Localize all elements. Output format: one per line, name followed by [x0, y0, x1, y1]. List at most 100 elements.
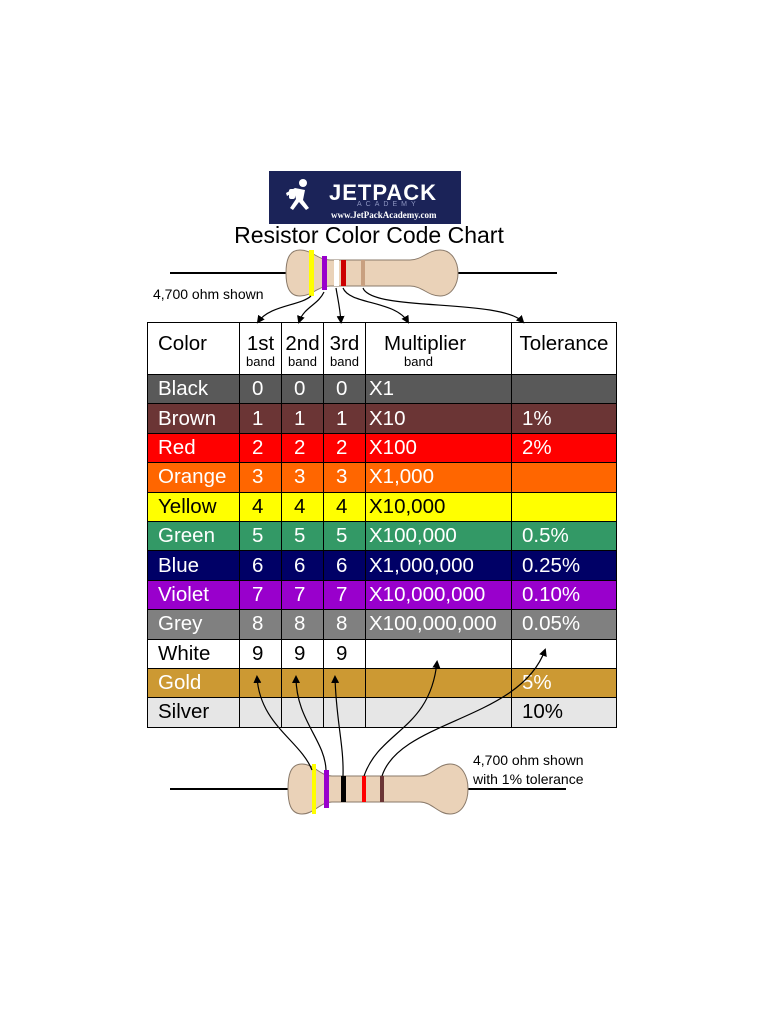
header-multiplier-sub: band — [404, 354, 433, 369]
multiplier-cell: X100,000,000 — [365, 609, 512, 640]
header-second-sub: band — [288, 354, 317, 369]
header-first-label: 1st — [246, 332, 275, 355]
second-band-cell: 7 — [281, 579, 324, 611]
top-band-2 — [322, 256, 327, 290]
third-band-cell: 3 — [323, 462, 366, 493]
third-band-cell: 6 — [323, 550, 366, 581]
bottom-resistor-body — [287, 763, 469, 815]
first-band-cell: 2 — [239, 432, 282, 464]
color-name-cell: Violet — [147, 579, 240, 611]
color-name-cell: Red — [147, 432, 240, 464]
tolerance-cell: 5% — [511, 667, 617, 699]
logo-wordmark: JETPACK — [329, 180, 438, 205]
bottom-band-5 — [380, 776, 384, 802]
top-band-3 — [334, 260, 339, 286]
tolerance-cell: 2% — [511, 432, 617, 464]
logo-url: www.JetPackAcademy.com — [331, 210, 437, 220]
top-band-4 — [341, 260, 346, 286]
top-arrow-multiplier — [342, 287, 410, 324]
bottom-arrows — [253, 648, 547, 777]
bottom-arrow-third — [331, 675, 344, 777]
color-name-cell: Yellow — [147, 491, 240, 522]
third-band-cell: 2 — [323, 432, 366, 464]
bottom-resistor-label-line2: with 1% tolerance — [473, 771, 584, 787]
top-arrow-tolerance — [362, 287, 525, 324]
multiplier-cell: X1,000 — [365, 462, 512, 493]
tolerance-cell: 0.05% — [511, 609, 617, 640]
multiplier-cell: X10,000 — [365, 491, 512, 522]
second-band-cell: 4 — [281, 491, 324, 522]
jetpack-academy-logo: JETPACK ACADEMY www.JetPackAcademy.com — [269, 171, 461, 224]
header-third-band: 3rd band — [323, 322, 366, 375]
bottom-resistor-label: 4,700 ohm shown with 1% tolerance — [473, 751, 584, 789]
header-third-sub: band — [330, 354, 359, 369]
bottom-resistor — [170, 763, 566, 815]
multiplier-cell: X100 — [365, 432, 512, 464]
tolerance-cell: 1% — [511, 403, 617, 434]
tolerance-cell: 0.5% — [511, 520, 617, 552]
bottom-resistor-label-line1: 4,700 ohm shown — [473, 752, 584, 768]
header-second-label: 2nd — [285, 332, 320, 355]
top-resistor — [170, 249, 557, 297]
header-color-label: Color — [158, 332, 207, 355]
top-band-1 — [309, 250, 314, 296]
header-tolerance-label: Tolerance — [519, 332, 609, 355]
bottom-band-2 — [324, 770, 329, 808]
top-resistor-label: 4,700 ohm shown — [153, 286, 264, 302]
header-third-label: 3rd — [329, 332, 360, 355]
third-band-cell: 0 — [323, 373, 366, 405]
bottom-arrow-first — [253, 675, 313, 771]
bottom-arrow-multiplier — [363, 660, 441, 777]
first-band-cell: 5 — [239, 520, 282, 552]
bottom-arrow-second — [292, 675, 327, 771]
tolerance-cell — [511, 462, 617, 493]
jetpack-figure-icon — [286, 179, 309, 210]
bottom-band-1 — [312, 764, 316, 814]
color-name-cell: Black — [147, 373, 240, 405]
third-band-cell: 1 — [323, 403, 366, 434]
first-band-cell: 7 — [239, 579, 282, 611]
color-name-cell: Brown — [147, 403, 240, 434]
second-band-cell — [281, 697, 324, 728]
bottom-band-3 — [341, 776, 346, 802]
page-title: Resistor Color Code Chart — [234, 222, 504, 248]
multiplier-cell: X1,000,000 — [365, 550, 512, 581]
top-arrow-second — [297, 291, 325, 324]
color-name-cell: Blue — [147, 550, 240, 581]
multiplier-cell — [365, 697, 512, 728]
second-band-cell: 5 — [281, 520, 324, 552]
multiplier-cell: X10 — [365, 403, 512, 434]
top-arrows — [256, 287, 525, 324]
color-name-cell: Grey — [147, 609, 240, 640]
color-name-cell: White — [147, 638, 240, 669]
logo-subtext: ACADEMY — [357, 201, 420, 208]
header-multiplier: Multiplier band — [365, 322, 512, 375]
color-name-cell: Silver — [147, 697, 240, 728]
second-band-cell: 1 — [281, 403, 324, 434]
first-band-cell: 8 — [239, 609, 282, 640]
top-band-5 — [361, 260, 365, 286]
color-code-table: Color 1st band 2nd band 3rd band Multipl… — [147, 322, 617, 728]
header-second-band: 2nd band — [281, 322, 324, 375]
bottom-band-4 — [362, 776, 366, 802]
header-first-sub: band — [246, 354, 275, 369]
third-band-cell: 4 — [323, 491, 366, 522]
first-band-cell: 0 — [239, 373, 282, 405]
bottom-arrow-tolerance — [381, 648, 547, 777]
second-band-cell: 0 — [281, 373, 324, 405]
second-band-cell: 6 — [281, 550, 324, 581]
top-resistor-body — [285, 249, 459, 297]
header-first-band: 1st band — [239, 322, 282, 375]
